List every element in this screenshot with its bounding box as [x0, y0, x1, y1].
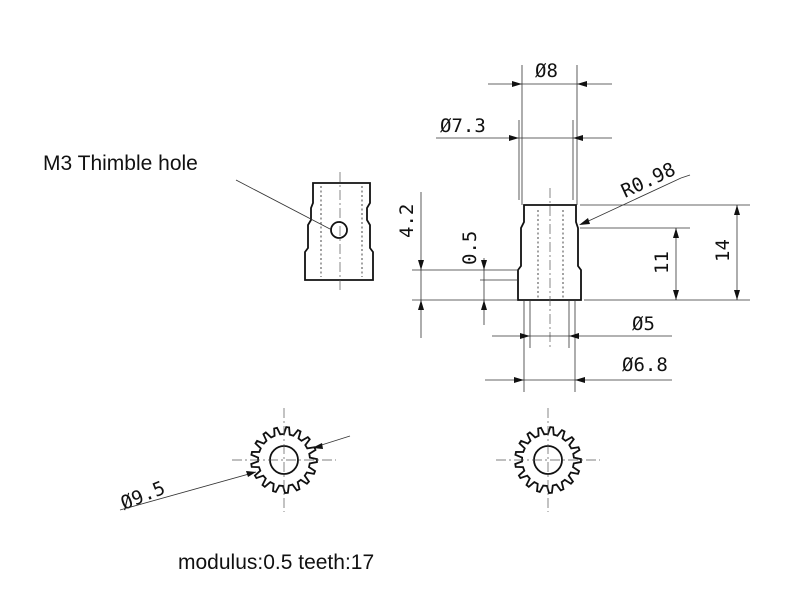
dim-d8-label: Ø8: [535, 60, 558, 82]
thimble-hole-label: M3 Thimble hole: [43, 152, 198, 175]
gear-front-left: [119, 408, 351, 512]
gear-left-outline: [250, 426, 318, 494]
thimble-hole-circle: [330, 221, 348, 239]
side-view-left: [235, 172, 374, 290]
dim-d7-3-label: Ø7.3: [440, 115, 486, 137]
dim-11-label: 11: [651, 251, 673, 274]
dim-4-2-label: 4.2: [396, 204, 418, 238]
dim-d9-5-leader: [119, 471, 257, 511]
dim-r0-98-label: R0.98: [618, 158, 679, 202]
dim-r0-98-leader: [581, 177, 682, 225]
dim-d6-8-label: Ø6.8: [622, 354, 668, 376]
dim-d5-label: Ø5: [632, 313, 655, 335]
dim-14-label: 14: [712, 239, 734, 262]
side-view-right-outline: [517, 204, 582, 301]
side-view-left-outline: [304, 182, 374, 281]
side-view-right: [412, 65, 750, 392]
gear-right-outline: [514, 426, 582, 494]
gear-front-right: [496, 408, 600, 512]
dim-d9-5-label: Ø9.5: [118, 477, 169, 515]
thimble-hole-leader: [235, 179, 331, 230]
gear-spec-label: modulus:0.5 teeth:17: [178, 551, 374, 574]
dim-0-5-label: 0.5: [459, 231, 481, 265]
